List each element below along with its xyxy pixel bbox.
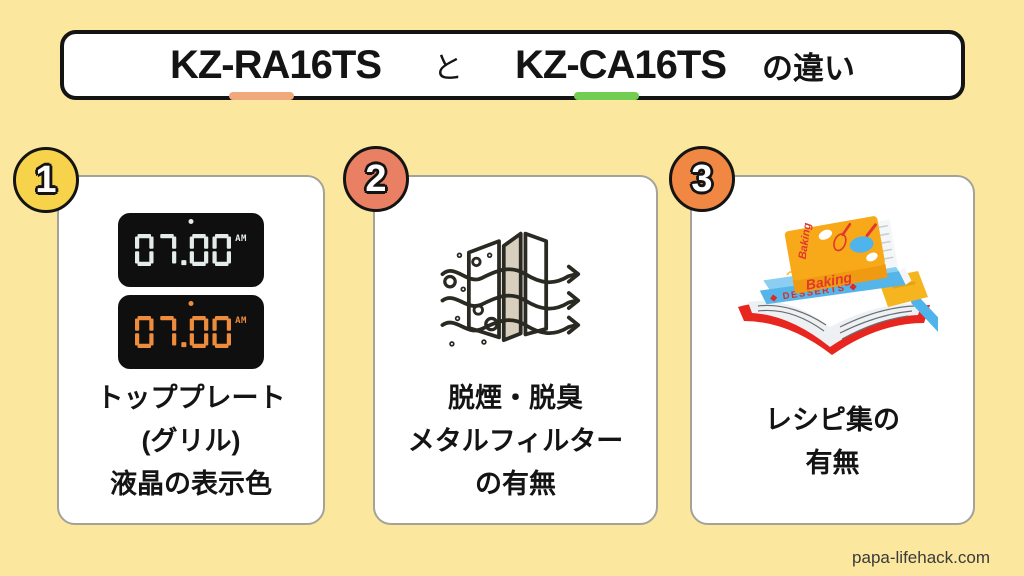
model-left-highlight-text: RA xyxy=(233,42,291,87)
books-icon-wrap: ◆ DESSERTS ◆ Baking Baking xyxy=(728,203,949,368)
badge-3-number: 3 xyxy=(691,158,713,200)
air-filter-icon xyxy=(440,231,580,347)
page-scribbles xyxy=(757,304,914,340)
seven-segment-time xyxy=(135,234,232,271)
caption-line: の有無 xyxy=(475,469,556,499)
ca-underline xyxy=(573,91,640,100)
site-credit: papa-lifehack.com xyxy=(852,548,990,567)
clock-display-orange: AM xyxy=(118,295,264,369)
model-right-suffix: 16TS xyxy=(634,42,727,87)
number-badge-2: 2 xyxy=(343,146,409,212)
caption-line: 液晶の表示色 xyxy=(110,469,272,499)
clock-display-white: AM xyxy=(118,213,264,287)
smoke-particles xyxy=(442,252,499,347)
filter-icon-wrap xyxy=(431,227,601,364)
caption-line: 有無 xyxy=(805,448,860,478)
card-recipe-books: ◆ DESSERTS ◆ Baking Baking xyxy=(690,175,975,525)
recipe-books-illustration: ◆ DESSERTS ◆ Baking Baking xyxy=(737,216,949,355)
airflow-arrow xyxy=(440,318,578,335)
caption-line: 脱煙・脱臭 xyxy=(448,383,583,413)
title-connector: と xyxy=(433,52,463,85)
model-right-highlight-text: CA xyxy=(578,42,636,87)
am-label: AM xyxy=(235,234,247,244)
badge-2-number: 2 xyxy=(365,158,387,200)
model-left-prefix: KZ- xyxy=(169,42,235,87)
filter-panel-right xyxy=(523,231,548,337)
arrowhead xyxy=(566,315,580,335)
number-badge-1: 1 xyxy=(13,147,79,213)
model-right-prefix: KZ- xyxy=(515,42,580,87)
filter-panel-middle xyxy=(501,231,523,343)
title-suffix: の違い xyxy=(762,50,856,86)
caption-line: レシピ集の xyxy=(765,405,900,435)
card-1-caption: トッププレート (グリル) 液晶の表示色 xyxy=(59,377,323,506)
baking-cover-text: Baking xyxy=(796,222,813,260)
open-book xyxy=(737,300,930,355)
am-label: AM xyxy=(235,316,247,326)
clock-led-dot xyxy=(188,219,194,224)
number-badge-3: 3 xyxy=(669,146,735,212)
card-3-caption: レシピ集の 有無 xyxy=(692,399,973,485)
model-left-highlight: RA xyxy=(228,42,295,100)
caption-line: トッププレート xyxy=(96,383,286,413)
caption-line: メタルフィルター xyxy=(407,426,624,456)
card-metal-filter: 脱煙・脱臭 メタルフィルター の有無 xyxy=(373,175,658,525)
arrowhead xyxy=(566,291,580,310)
airflow-arrow xyxy=(440,293,578,311)
seven-segment-time xyxy=(135,316,232,353)
card-display-color: AM AM トッププレート (グリル) 液晶の表示色 xyxy=(57,175,325,525)
airflow-arrow xyxy=(440,267,578,285)
card-2-caption: 脱煙・脱臭 メタルフィルター の有無 xyxy=(375,377,656,506)
baking-book: Baking Baking xyxy=(784,216,898,294)
ra-underline xyxy=(228,91,295,100)
caption-line: (グリル) xyxy=(141,426,241,456)
model-right-highlight: CA xyxy=(573,42,640,100)
badge-1-number: 1 xyxy=(35,159,57,201)
model-left-suffix: 16TS xyxy=(289,42,382,87)
arrowhead xyxy=(566,264,580,284)
clock-led-dot xyxy=(188,301,194,306)
